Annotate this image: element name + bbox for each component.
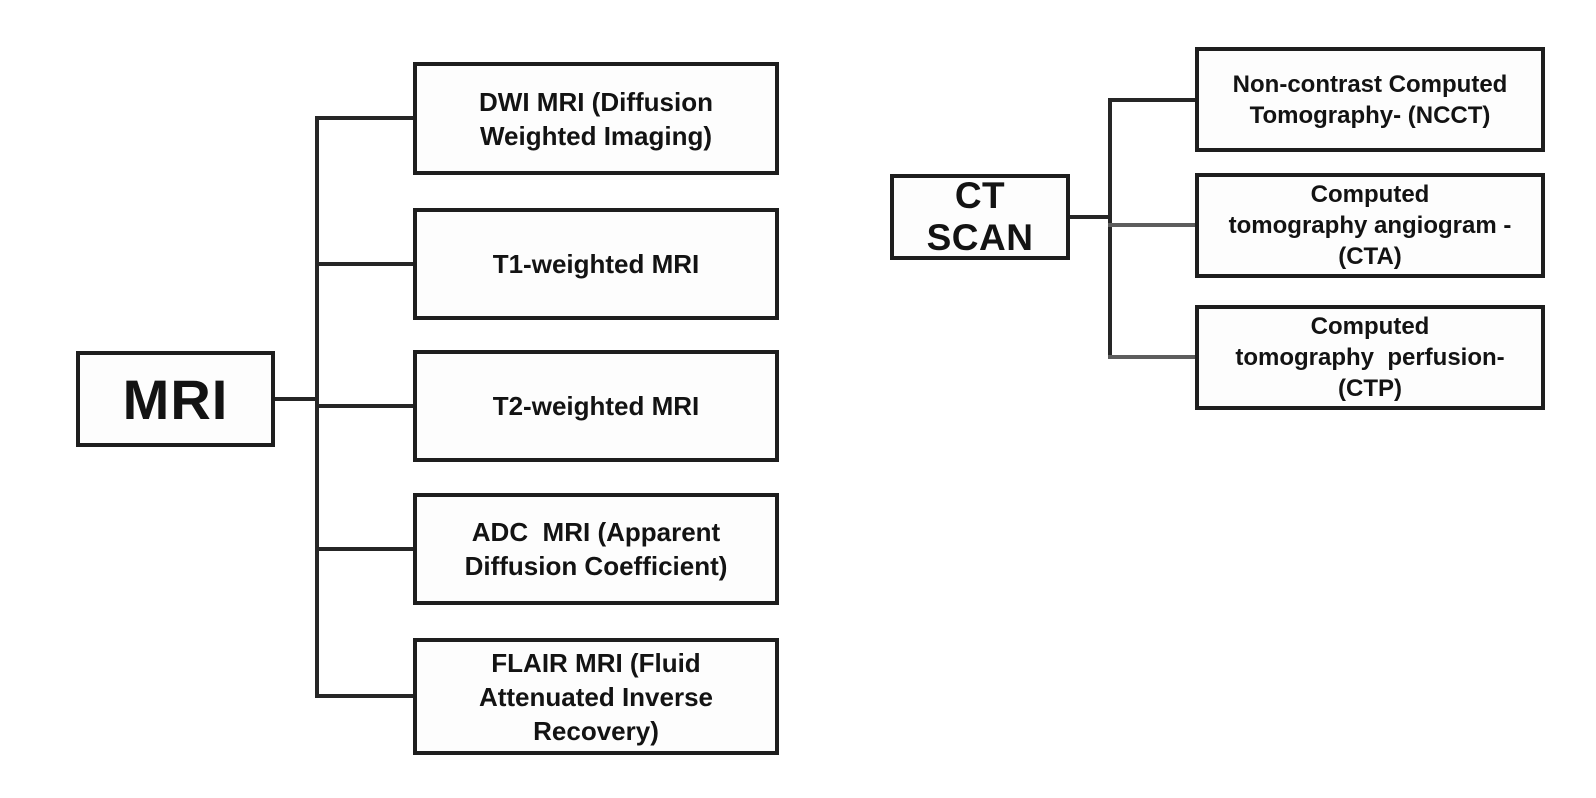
mri-child-box-t2: T2-weighted MRI — [413, 350, 779, 462]
mri-root-box: MRI — [76, 351, 275, 447]
mri-child-label-flair: FLAIR MRI (Fluid Attenuated Inverse Reco… — [478, 647, 714, 746]
ct-trunk-line — [1108, 98, 1112, 359]
mri-branch-line-2 — [315, 262, 413, 266]
mri-branch-line-5 — [315, 694, 413, 698]
ct-child-box-ncct: Non-contrast Computed Tomography- (NCCT) — [1195, 47, 1545, 152]
ct-connector-stub — [1070, 215, 1112, 219]
mri-branch-line-4 — [315, 547, 413, 551]
mri-child-label-t2: T2-weighted MRI — [492, 391, 700, 421]
mri-child-box-flair: FLAIR MRI (Fluid Attenuated Inverse Reco… — [413, 638, 779, 755]
mri-branch-line-1 — [315, 116, 413, 120]
ct-child-label-ctp: Computed tomography perfusion- (CTP) — [1235, 313, 1505, 402]
ct-branch-line-3 — [1108, 355, 1195, 359]
mri-child-label-adc: ADC MRI (Apparent Diffusion Coefficient) — [464, 517, 728, 581]
mri-child-label-dwi: DWI MRI (Diffusion Weighted Imaging) — [479, 86, 713, 151]
ct-branch-line-1 — [1108, 98, 1195, 102]
mri-branch-line-3 — [315, 404, 413, 408]
mri-root-label: MRI — [122, 367, 229, 431]
mri-connector-stub — [275, 397, 317, 401]
ct-child-label-cta: Computed tomography angiogram - (CTA) — [1228, 181, 1512, 270]
mri-child-box-dwi: DWI MRI (Diffusion Weighted Imaging) — [413, 62, 779, 175]
ct-branch-line-2 — [1108, 223, 1195, 227]
ct-child-box-ctp: Computed tomography perfusion- (CTP) — [1195, 305, 1545, 410]
mri-child-label-t1: T1-weighted MRI — [492, 249, 700, 279]
ct-child-label-ncct: Non-contrast Computed Tomography- (NCCT) — [1232, 70, 1508, 129]
ct-root-label: CT SCAN — [926, 175, 1034, 258]
mri-child-box-adc: ADC MRI (Apparent Diffusion Coefficient) — [413, 493, 779, 605]
mri-child-box-t1: T1-weighted MRI — [413, 208, 779, 320]
ct-child-box-cta: Computed tomography angiogram - (CTA) — [1195, 173, 1545, 278]
ct-root-box: CT SCAN — [890, 174, 1070, 260]
